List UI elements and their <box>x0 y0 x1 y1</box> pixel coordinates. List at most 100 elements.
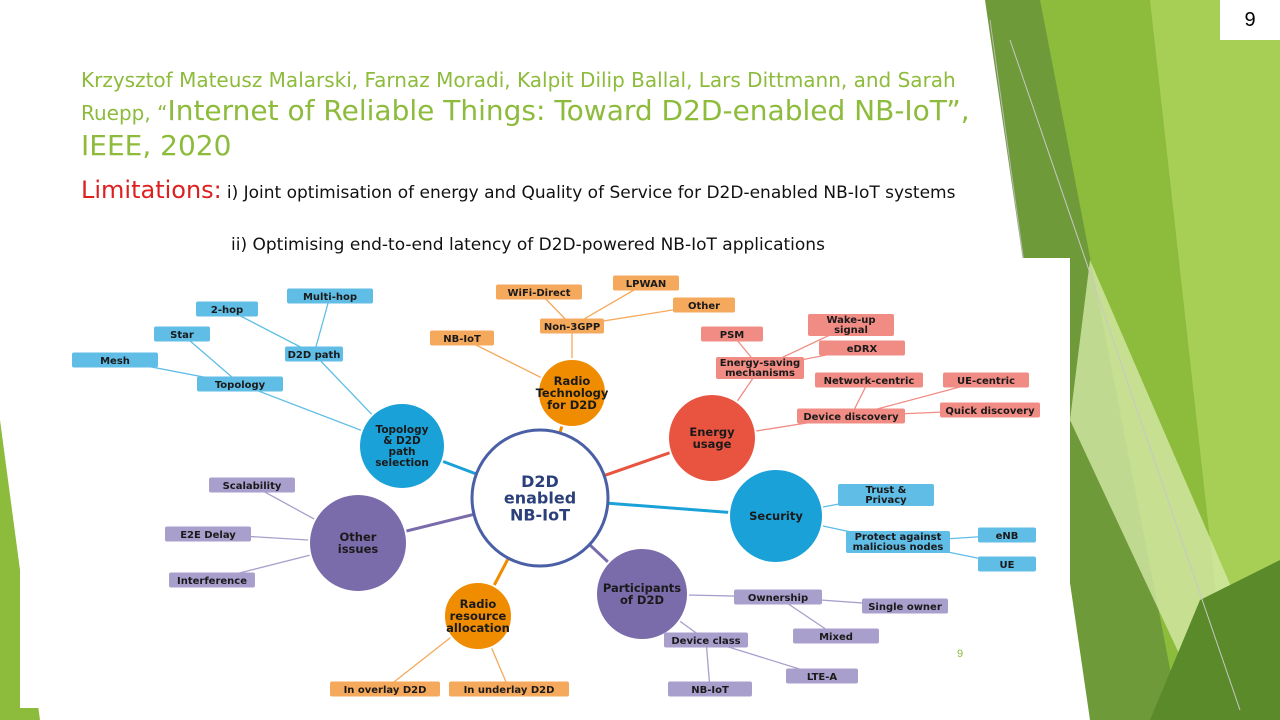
tag-label-energy-saving: mechanisms <box>725 368 795 379</box>
tag-topology-tag: Topology <box>197 376 283 392</box>
branch-energy-label: usage <box>693 437 732 451</box>
tag-edrx: eDRX <box>819 340 905 356</box>
tag-box-ownership <box>734 589 822 605</box>
branch-participants-circle <box>595 547 689 641</box>
tag-box-edrx <box>819 340 905 356</box>
tag-e2e-delay: E2E Delay <box>165 526 251 542</box>
tag-label-underlay: In underlay D2D <box>464 685 555 696</box>
tag-box-wifi-direct <box>496 284 582 300</box>
tag-label-mixed: Mixed <box>819 632 853 643</box>
branch-radio-resource-circle <box>443 581 513 651</box>
center-node-label: D2D <box>521 472 559 491</box>
tag-label-wake-up: Wake-up <box>826 315 875 326</box>
center-node-label: enabled <box>504 489 576 508</box>
tag-label-device-class: Device class <box>671 636 740 647</box>
tag-box-enb <box>978 527 1036 543</box>
tag-enb: eNB <box>978 527 1036 543</box>
tag-label-network-centric: Network-centric <box>824 376 915 387</box>
tag-label-ue-centric: UE-centric <box>957 376 1015 387</box>
tag-label-ue: UE <box>1000 560 1015 571</box>
tag-box-single-owner <box>862 598 948 614</box>
branch-radio-tech-circle <box>537 358 607 428</box>
tag-label-wake-up: signal <box>834 325 868 336</box>
branch-energy-circle <box>667 393 757 483</box>
branch-radio-tech-label: Technology <box>536 386 609 400</box>
tag-device-discovery: Device discovery <box>797 408 905 424</box>
tag-2-hop: 2-hop <box>196 301 258 317</box>
branch-participants-label: Participants <box>603 581 681 595</box>
tag-box-quick-discovery <box>940 402 1040 418</box>
tag-label-psm: PSM <box>720 330 745 341</box>
tag-label-protect: malicious nodes <box>853 542 944 553</box>
tag-box-topology-tag <box>197 376 283 392</box>
tag-mesh: Mesh <box>72 352 158 368</box>
branch-security-circle <box>728 468 824 564</box>
tag-label-edrx: eDRX <box>847 344 878 355</box>
tag-box-protect <box>846 531 950 553</box>
tag-overlay: In overlay D2D <box>330 681 440 697</box>
tag-box-interference <box>169 572 255 588</box>
tag-quick-discovery: Quick discovery <box>940 402 1040 418</box>
tag-d2d-path: D2D path <box>285 346 343 362</box>
tag-box-network-centric <box>815 372 923 388</box>
tag-box-nb-iot-2 <box>668 681 752 697</box>
reference-citation: Krzysztof Mateusz Malarski, Farnaz Morad… <box>81 68 1011 163</box>
branch-security-label: Security <box>749 509 803 523</box>
tag-label-device-discovery: Device discovery <box>803 412 899 423</box>
tag-box-non-3gpp <box>540 318 604 334</box>
tag-box-2-hop <box>196 301 258 317</box>
tag-label-quick-discovery: Quick discovery <box>945 406 1035 417</box>
tag-label-multi-hop: Multi-hop <box>303 292 357 303</box>
tag-label-ownership: Ownership <box>748 593 808 604</box>
bg-line-2 <box>1009 39 1241 711</box>
branch-topology-label: path <box>388 446 415 458</box>
branch-energy-label: Energy <box>689 425 735 439</box>
branch-security: Security <box>728 468 824 564</box>
branch-other-issues-label: issues <box>338 542 379 556</box>
center-node-label: NB-IoT <box>510 505 570 524</box>
tag-single-owner: Single owner <box>862 598 948 614</box>
tag-lte-a: LTE-A <box>786 668 858 684</box>
tag-label-non-3gpp: Non-3GPP <box>544 322 600 333</box>
tag-box-lte-a <box>786 668 858 684</box>
tag-nb-iot: NB-IoT <box>430 330 494 346</box>
tag-ue-centric: UE-centric <box>943 372 1029 388</box>
tag-label-mesh: Mesh <box>100 356 130 367</box>
tag-box-mesh <box>72 352 158 368</box>
branch-topology-circle <box>358 402 446 490</box>
tag-label-other: Other <box>688 301 720 312</box>
edge-device-class-nb-iot-2 <box>705 639 711 690</box>
edge-topology-tag-star <box>181 333 241 385</box>
bg-shape-bottom-right <box>1150 560 1280 720</box>
branch-topology-label: selection <box>375 457 429 469</box>
limitations-label: Limitations: <box>81 176 222 204</box>
tag-interference: Interference <box>169 572 255 588</box>
limitations-block: Limitations: i) Joint optimisation of en… <box>81 176 1011 204</box>
tag-nb-iot-2: NB-IoT <box>668 681 752 697</box>
tag-scalability: Scalability <box>209 477 295 493</box>
tag-label-lpwan: LPWAN <box>626 279 666 290</box>
branch-radio-tech-label: for D2D <box>547 398 597 412</box>
limitation-item-1: i) Joint optimisation of energy and Qual… <box>226 183 956 203</box>
tag-trust-privacy: Trust &Privacy <box>838 484 934 506</box>
tag-box-device-class <box>664 632 748 648</box>
tag-wifi-direct: WiFi-Direct <box>496 284 582 300</box>
tag-box-d2d-path <box>285 346 343 362</box>
limitation-item-2: ii) Optimising end-to-end latency of D2D… <box>231 235 825 255</box>
branch-other-issues-label: Other <box>340 530 377 544</box>
tag-label-trust-privacy: Privacy <box>865 495 907 506</box>
edge-d2d-path-multi-hop <box>313 295 331 355</box>
tag-label-d2d-path: D2D path <box>288 350 341 361</box>
tag-label-single-owner: Single owner <box>868 602 942 613</box>
tag-label-e2e-delay: E2E Delay <box>180 530 236 541</box>
tag-label-star: Star <box>170 330 194 341</box>
tag-label-lte-a: LTE-A <box>807 672 838 683</box>
branch-participants-label: of D2D <box>620 593 664 607</box>
